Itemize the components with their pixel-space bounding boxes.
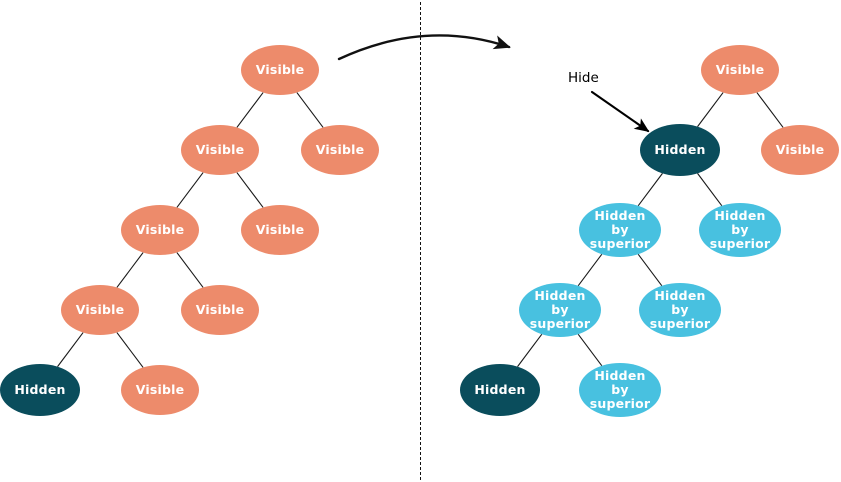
transition-arrow-icon — [337, 34, 511, 61]
annotation-layer — [337, 34, 650, 133]
node-visible[interactable]: Visible — [61, 285, 139, 335]
node-label: Visible — [715, 62, 765, 77]
node-visible[interactable]: Visible — [761, 125, 839, 175]
tree-edge — [697, 92, 724, 127]
node-visible[interactable]: Visible — [241, 205, 319, 255]
tree-edge — [577, 253, 603, 287]
tree-edge — [116, 332, 144, 368]
tree-edge — [756, 92, 784, 128]
left-tree-edges — [57, 92, 324, 368]
node-label-line1: Hidden by — [534, 288, 586, 317]
node-hidden[interactable]: Hidden — [0, 364, 80, 416]
tree-edge — [577, 333, 603, 367]
node-label: Visible — [195, 142, 245, 157]
node-label: Visible — [135, 382, 185, 397]
node-visible[interactable]: Visible — [181, 125, 259, 175]
node-visible[interactable]: Visible — [701, 45, 779, 95]
node-label: Hidden — [14, 382, 66, 397]
tree-edge — [637, 173, 663, 207]
node-hidden[interactable]: Hidden — [640, 124, 720, 176]
tree-edge — [116, 252, 144, 288]
node-visible[interactable]: Visible — [301, 125, 379, 175]
hide-callout-label: Hide — [568, 70, 599, 86]
node-label-line2: superior — [589, 236, 651, 251]
right-tree-edges — [517, 92, 784, 367]
node-label-line1: Hidden by — [654, 288, 706, 317]
tree-edge — [57, 332, 84, 367]
tree-edge — [176, 252, 204, 288]
node-label: Visible — [135, 222, 185, 237]
node-label-line2: superior — [709, 236, 771, 251]
node-visible[interactable]: Visible — [241, 45, 319, 95]
node-label: Visible — [775, 142, 825, 157]
node-label: Hidden — [654, 142, 706, 157]
node-visible[interactable]: Visible — [121, 205, 199, 255]
node-label-line2: superior — [529, 316, 591, 331]
tree-edge — [236, 172, 264, 208]
node-label-line2: superior — [649, 316, 711, 331]
node-label-line2: superior — [589, 396, 651, 411]
node-label: Visible — [315, 142, 365, 157]
node-label: Visible — [255, 62, 305, 77]
node-hidden[interactable]: Hidden — [460, 364, 540, 416]
tree-edge — [697, 173, 723, 207]
node-label-line1: Hidden by — [594, 208, 646, 237]
tree-edge — [236, 92, 264, 128]
center-divider — [420, 2, 421, 480]
tree-edge — [176, 172, 204, 208]
tree-edge — [637, 253, 663, 287]
hide-arrow-icon — [590, 90, 650, 133]
node-label-line1: Hidden by — [714, 208, 766, 237]
node-label: Visible — [255, 222, 305, 237]
tree-edge — [517, 333, 543, 367]
node-visible[interactable]: Visible — [121, 365, 199, 415]
node-label: Hidden — [474, 382, 526, 397]
node-visible[interactable]: Visible — [181, 285, 259, 335]
node-label-line1: Hidden by — [594, 368, 646, 397]
tree-edge — [296, 92, 324, 128]
node-label: Visible — [75, 302, 125, 317]
node-label: Visible — [195, 302, 245, 317]
